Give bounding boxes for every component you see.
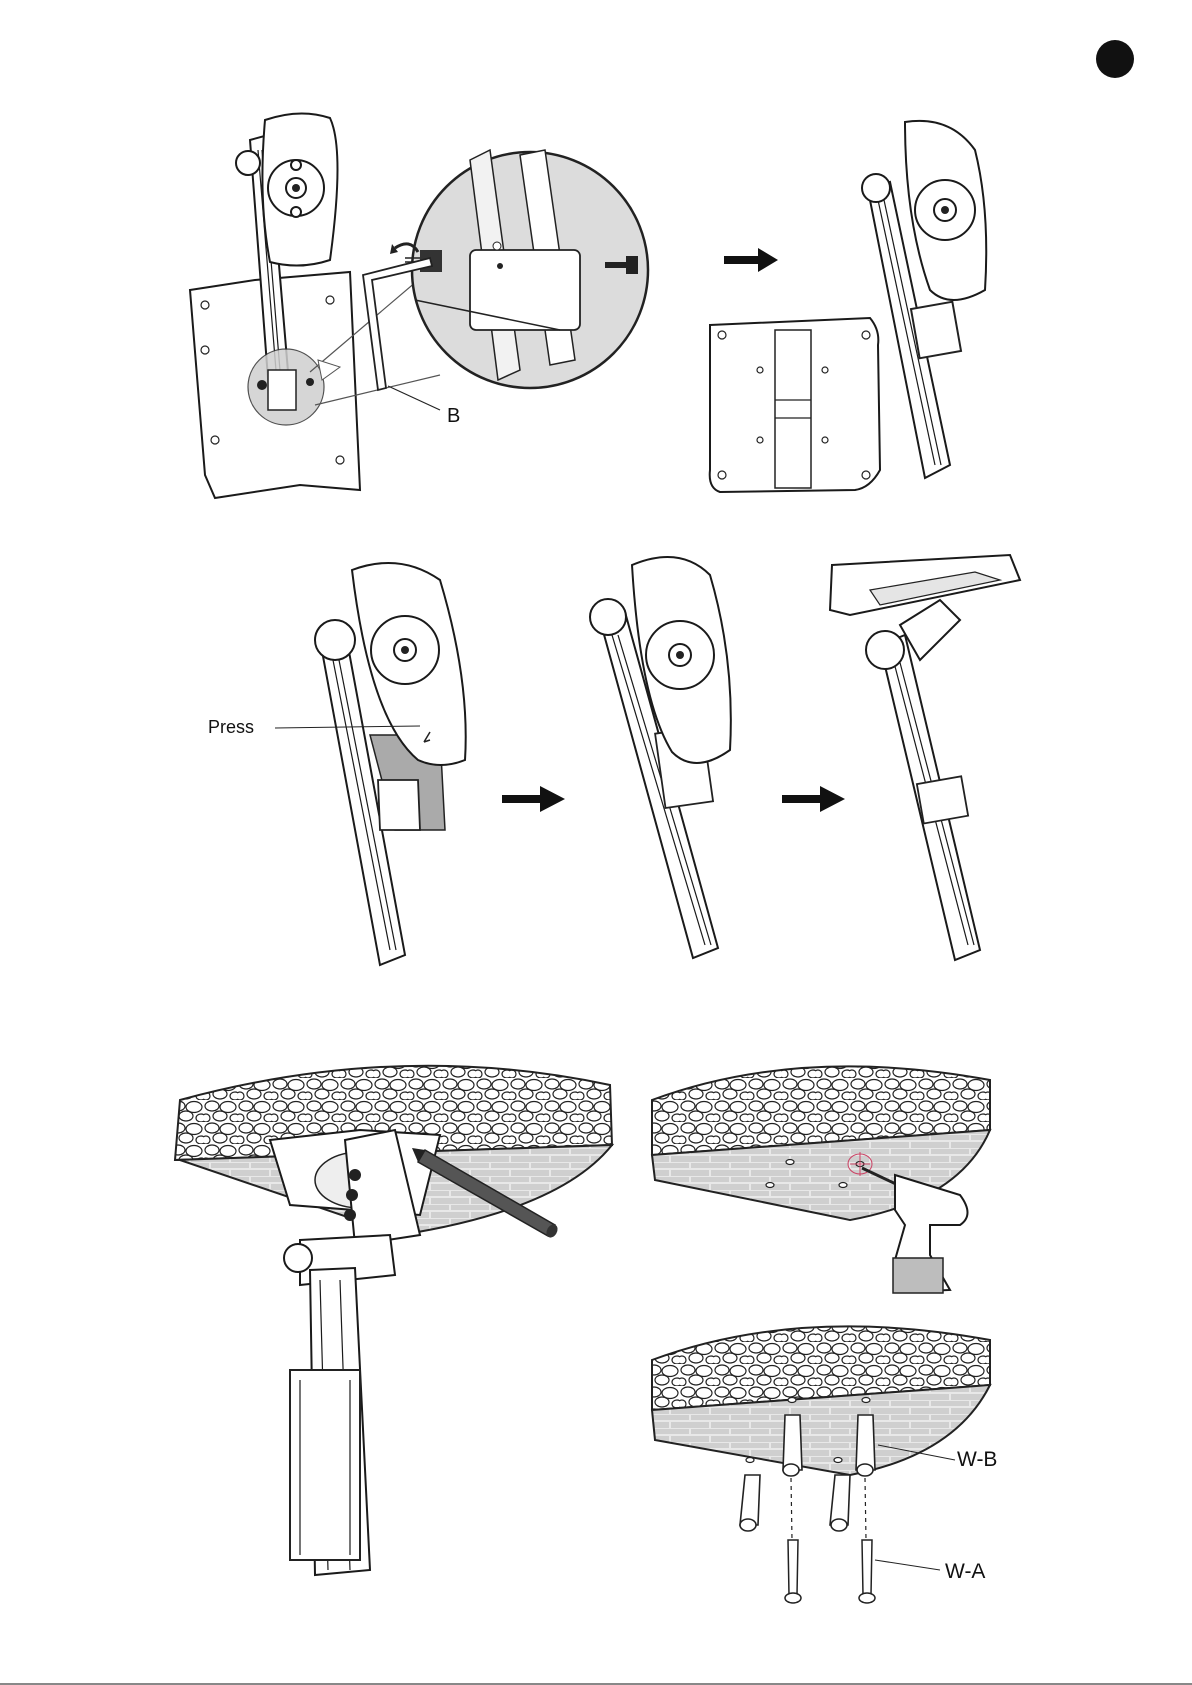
figure-insert-anchors: W-B W-A (652, 1326, 997, 1603)
step-badge (1096, 40, 1134, 78)
arrow-right-icon (724, 248, 778, 272)
label-press: Press (208, 717, 254, 737)
arrow-right-icon (782, 786, 845, 812)
arrow-right-icon (502, 786, 565, 812)
figure-plate-separated (710, 121, 987, 492)
label-wall-plug: W-B (957, 1448, 997, 1471)
screw-icon (785, 1540, 875, 1603)
label-allen-key-b: B (447, 405, 460, 427)
figure-press-release: Press (208, 563, 466, 965)
figure-plate-tilting (590, 557, 731, 958)
figure-attach-plate: B (190, 113, 648, 498)
figure-plate-horizontal (830, 555, 1020, 960)
figure-mark-holes (175, 1066, 612, 1575)
figure-drill-holes (652, 1066, 990, 1293)
label-screw: W-A (945, 1560, 985, 1583)
